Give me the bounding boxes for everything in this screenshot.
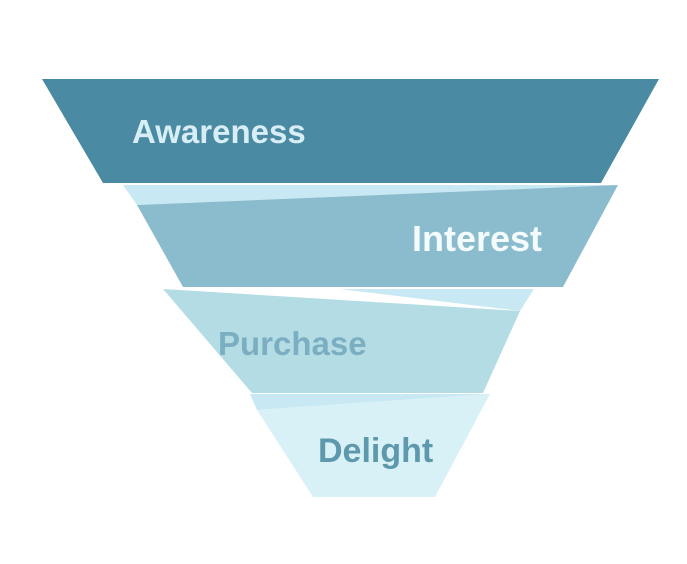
stage-awareness-label: Awareness xyxy=(132,113,306,150)
stage-delight-label: Delight xyxy=(318,432,433,470)
interest-purchase-accent xyxy=(340,289,534,311)
stage-purchase-shape xyxy=(163,289,520,393)
stage-purchase: Purchase xyxy=(163,289,520,393)
stage-interest-label: Interest xyxy=(412,218,542,259)
stage-interest-shape xyxy=(137,185,618,287)
stage-delight: Delight xyxy=(257,394,490,497)
awareness-interest-accent xyxy=(123,185,618,205)
stage-awareness-shape xyxy=(42,79,659,183)
stage-awareness: Awareness xyxy=(42,79,659,183)
stage-delight-shape xyxy=(257,394,490,497)
stage-purchase-label: Purchase xyxy=(218,325,367,362)
stage-interest: Interest xyxy=(137,185,618,287)
purchase-delight-accent xyxy=(250,394,490,410)
